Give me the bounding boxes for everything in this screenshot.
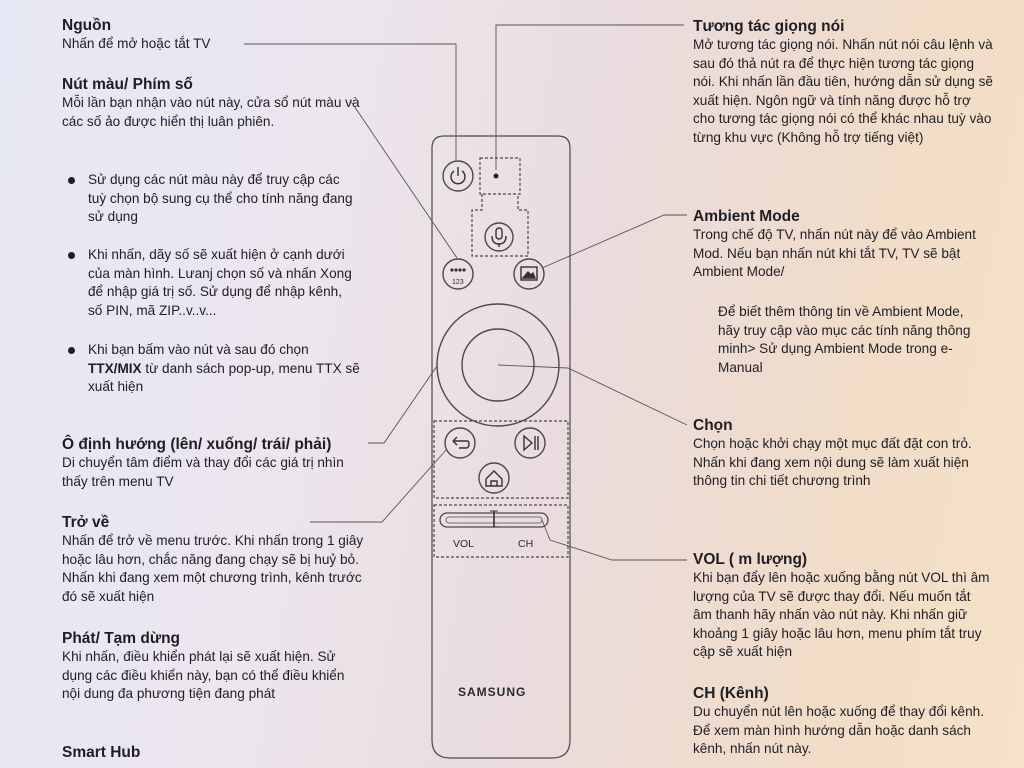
- vol-label: VOL: [453, 538, 475, 550]
- nav-ring: [436, 303, 560, 427]
- home-icon: [485, 470, 503, 487]
- power-icon: [450, 170, 466, 185]
- mic-icon: [491, 227, 507, 247]
- ch-title: CH (Kênh): [693, 685, 769, 702]
- color-keys-text: Mỗi lần bạn nhận vào nút này, cửa sổ nút…: [62, 95, 360, 129]
- select-title: Chọn: [693, 417, 733, 434]
- ambient-text: Trong chế độ TV, nhấn nút này để vào Amb…: [693, 227, 976, 280]
- voice-callout: [495, 24, 684, 170]
- color-keys-bullet-3: Khi bạn bấm vào nút và sau đó chọn TTX/M…: [62, 341, 360, 397]
- ch-label: CH: [518, 538, 534, 550]
- select-button: [461, 328, 535, 402]
- play-pause-icon: [523, 434, 539, 452]
- color-dots-icon: [450, 268, 466, 272]
- power-title: Nguồn: [62, 17, 112, 34]
- ch-text: Du chuyển nút lên hoặc xuống để thay đổi…: [693, 704, 984, 757]
- direction-text: Di chuyển tâm điểm và thay đổi các giá t…: [62, 455, 344, 489]
- power-section: Nguồn Nhấn để mở hoặc tắt TV: [62, 16, 362, 54]
- direction-section: Ô định hướng (lên/ xuống/ trái/ phải) Di…: [62, 435, 372, 491]
- play-text: Khi nhấn, điều khiển phát lại sẽ xuất hi…: [62, 649, 345, 702]
- back-callout: [310, 449, 447, 523]
- smart-hub-title: Smart Hub: [62, 744, 141, 761]
- select-callout: [497, 364, 688, 426]
- back-title: Trở về: [62, 514, 110, 531]
- back-arrow-icon: [452, 436, 470, 449]
- color-key-callout: [349, 99, 458, 259]
- play-section: Phát/ Tạm dừng Khi nhấn, điều khiển phát…: [62, 629, 362, 704]
- ch-section: CH (Kênh) Du chuyển nút lên hoặc xuống đ…: [693, 684, 993, 759]
- play-pause-button: [514, 427, 546, 459]
- numeric-button: [442, 258, 474, 290]
- power-callout: [244, 43, 457, 160]
- numeric-label: 123: [452, 279, 464, 286]
- ambient-callout: [541, 214, 687, 269]
- ambient-section: Ambient Mode Trong chế độ TV, nhấn nút n…: [693, 207, 993, 282]
- ttx-mix-label: TTX/MIX: [88, 360, 142, 376]
- ambient-note-text: Để biết thêm thông tin về Ambient Mode, …: [718, 304, 971, 375]
- mic-dot: [493, 173, 499, 179]
- back-button: [444, 427, 476, 459]
- vol-callout: [541, 519, 687, 561]
- voice-button: [484, 222, 514, 252]
- voice-area-frame: [479, 157, 521, 195]
- back-section: Trở về Nhấn để trở về menu trước. Khi nh…: [62, 513, 367, 606]
- volch-area-frame: [433, 504, 569, 558]
- ambient-title: Ambient Mode: [693, 208, 800, 225]
- direction-callout: [368, 365, 438, 444]
- ambient-button: [513, 258, 545, 290]
- voice-section: Tương tác giọng nói Mở tương tác giọng n…: [693, 17, 993, 148]
- color-keys-bullet-2: Khi nhấn, dãy số sẽ xuất hiện ở cạnh dướ…: [62, 246, 360, 320]
- ambient-note: Để biết thêm thông tin về Ambient Mode, …: [718, 303, 988, 377]
- nav-area-frame: [433, 420, 569, 499]
- voice-text: Mở tương tác giọng nói. Nhấn nút nói câu…: [693, 37, 993, 145]
- color-keys-title: Nút màu/ Phím số: [62, 76, 193, 93]
- bullet-text: Sử dụng các nút màu này để truy cập các …: [62, 171, 360, 227]
- color-keys-section: Nút màu/ Phím số Mỗi lần bạn nhận vào nú…: [62, 75, 362, 131]
- back-text: Nhấn để trở về menu trước. Khi nhấn tron…: [62, 533, 364, 604]
- vol-section: VOL ( m lượng) Khi bạn đẩy lên hoặc xuốn…: [693, 550, 993, 662]
- color-keys-bullet-1: Sử dụng các nút màu này để truy cập các …: [62, 171, 360, 227]
- power-text: Nhấn để mở hoặc tắt TV: [62, 36, 211, 51]
- vol-title: VOL ( m lượng): [693, 551, 808, 568]
- voice-title: Tương tác giọng nói: [693, 18, 845, 35]
- vol-text: Khi bạn đẩy lên hoặc xuống bằng nút VOL …: [693, 570, 990, 660]
- bullet-3-post: từ danh sách pop-up, menu TTX sẽ xuất hi…: [88, 360, 360, 395]
- home-button: [478, 462, 510, 494]
- bullet-3-pre: Khi bạn bấm vào nút và sau đó chọn: [88, 342, 309, 357]
- direction-title: Ô định hướng (lên/ xuống/ trái/ phải): [62, 436, 332, 453]
- bullet-text: Khi nhấn, dãy số sẽ xuất hiện ở cạnh dướ…: [62, 246, 360, 320]
- bullet-text: Khi bạn bấm vào nút và sau đó chọn TTX/M…: [62, 341, 360, 397]
- power-button: [442, 160, 474, 192]
- remote-body: [431, 135, 571, 759]
- select-section: Chọn Chọn hoặc khởi chạy một mục đất đặt…: [693, 416, 993, 491]
- ambient-picture-icon: [520, 266, 538, 281]
- select-text: Chọn hoặc khởi chạy một mục đất đặt con …: [693, 436, 972, 489]
- smart-hub-section: Smart Hub: [62, 743, 362, 762]
- play-title: Phát/ Tạm dừng: [62, 630, 181, 647]
- samsung-logo: SAMSUNG: [458, 685, 527, 699]
